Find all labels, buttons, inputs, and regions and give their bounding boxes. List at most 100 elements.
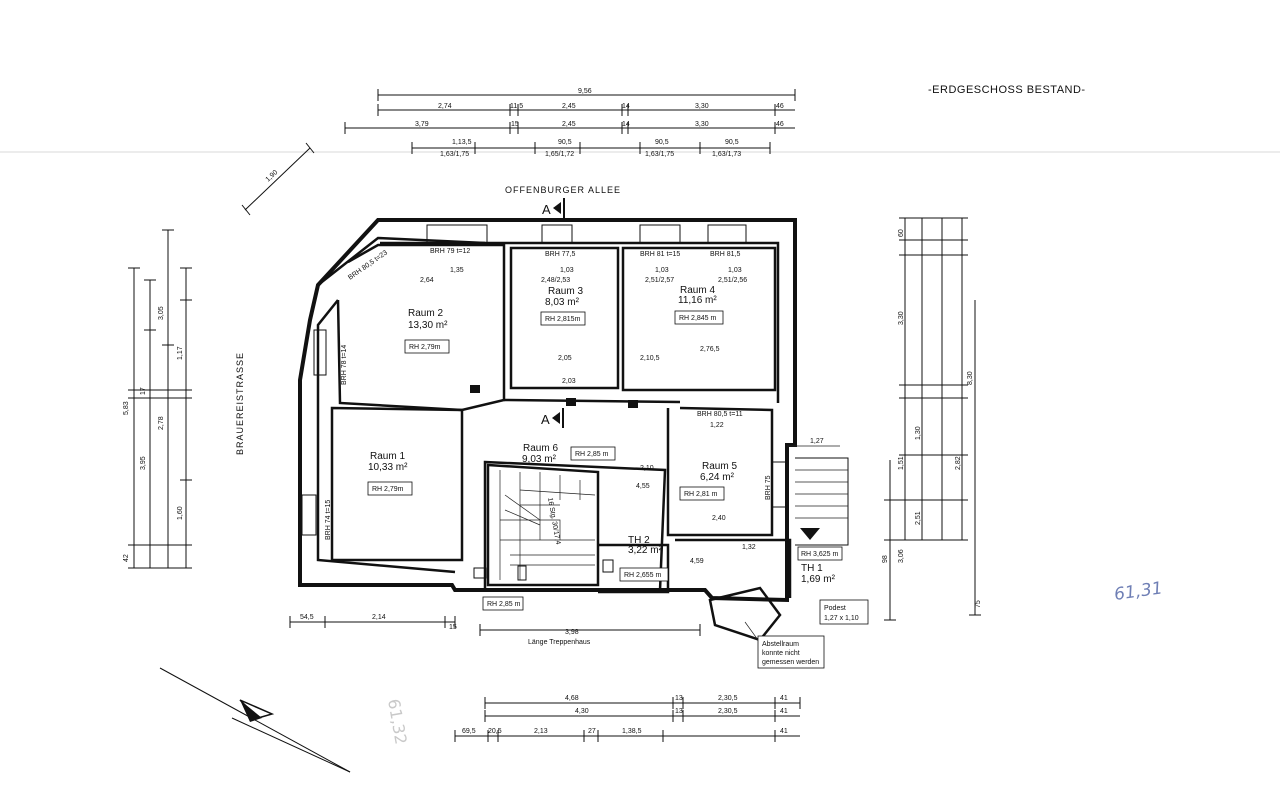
dim-bottom-r1-a: 54,5 [300, 614, 314, 621]
building-walls [298, 218, 849, 642]
abstell-line-2: konnte nicht [762, 650, 800, 657]
dim-bottom-r3-c: 2,30,5 [718, 708, 738, 715]
dim-bottom-r2-d: 41 [780, 695, 788, 702]
room-name: Raum 1 [370, 451, 405, 462]
svg-text:A: A [542, 202, 551, 217]
brh-label-3: BRH 81 t=15 [640, 251, 680, 258]
dim-bottom-r2-a: 4,68 [565, 695, 579, 702]
dim-right-j: 75 [975, 600, 982, 608]
room-raum-2: Raum 2 13,30 m² RH 2,79m [404, 308, 450, 354]
room-height: RH 3,625 m [801, 551, 839, 558]
dim-bottom-r4-b: 20,5 [488, 728, 502, 735]
room-height: RH 2,845 m [679, 315, 717, 322]
dim-bottom-r4-d: 27 [588, 728, 596, 735]
dim-top-r3-e: 90,5 [655, 139, 669, 146]
dim-diagonal: 1,90 [265, 169, 280, 183]
dim-left-c: 2,78 [158, 416, 165, 430]
room-raum-6: Raum 6 9,03 m² RH 2,85 m [522, 443, 616, 465]
dim-top-r3-h: 1,63/1,73 [712, 151, 741, 158]
dim-bottom-r4-c: 2,13 [534, 728, 548, 735]
dim-int-4: 2,48/2,53 [541, 277, 570, 284]
room-height: RH 2,85 m [575, 451, 609, 458]
dim-top-r1-f: 46 [776, 103, 784, 110]
room-area: 1,69 m² [801, 574, 836, 585]
dim-int-15: 4,59 [690, 558, 704, 565]
street-offenburger-allee: OFFENBURGER ALLEE [505, 185, 621, 195]
dim-top-r3-f: 1,63/1,75 [645, 151, 674, 158]
dim-int-14: 4,55 [636, 483, 650, 490]
podest-size: 1,27 x 1,10 [824, 615, 859, 622]
room-name: TH 2 [628, 535, 650, 546]
room-name: Raum 5 [702, 461, 737, 472]
room-height: RH 2,815m [545, 316, 581, 323]
dim-left-a: 5,83 [123, 401, 130, 415]
dim-treppenhaus: 3,98 [565, 629, 579, 636]
dim-bottom-r2-b: 13 [675, 695, 683, 702]
dim-top-r1-c: 2,45 [562, 103, 576, 110]
dim-right-c: 60 [898, 229, 905, 237]
street-brauereistrasse: BRAUEREISTRASSE [235, 352, 245, 455]
room-area: 8,03 m² [545, 297, 580, 308]
room-name: Raum 2 [408, 308, 443, 319]
dim-int-12: 2,76,5 [700, 346, 720, 353]
north-arrow-icon [159, 667, 351, 773]
brh-label-4: BRH 81,5 [710, 251, 740, 258]
section-mark-top: A [542, 198, 565, 218]
dim-int-17: 1,32 [742, 544, 756, 551]
brh-label-7: BRH 74 t=15 [325, 500, 332, 540]
dim-int-19: 1,27 [810, 438, 824, 445]
abstell-line-1: Abstellraum [762, 641, 799, 648]
dim-top-r3-c: 90,5 [558, 139, 572, 146]
dim-int-3: 1,03 [560, 267, 574, 274]
top-dimension-chains [344, 89, 796, 154]
dim-left-g: 42 [123, 554, 130, 562]
room-raum-1: Raum 1 10,33 m² RH 2,79m [367, 451, 413, 496]
dim-bottom-r4-e: 1,38,5 [622, 728, 642, 735]
dim-int-8: 2,51/2,56 [718, 277, 747, 284]
bottom-dimension-chains [289, 616, 801, 742]
dim-left-d: 1,17 [177, 346, 184, 360]
dim-top-total: 9,56 [578, 88, 592, 95]
brh-label-1: BRH 79 t=12 [430, 248, 470, 255]
right-dimension-chains [884, 217, 981, 621]
dim-int-9: 2,05 [558, 355, 572, 362]
room-raum-5: Raum 5 6,24 m² RH 2,81 m [679, 461, 737, 501]
dim-right-e: 1,51 [898, 456, 905, 470]
room-height: RH 2,79m [409, 344, 441, 351]
dim-right-h: 98 [882, 555, 889, 563]
dim-bottom-r4-a: 69,5 [462, 728, 476, 735]
room-area: 3,22 m² [628, 545, 663, 556]
dim-top-r2-d: 14 [622, 121, 630, 128]
room-area: 11,16 m² [678, 295, 717, 306]
drawing-title: -ERDGESCHOSS BESTAND- [928, 84, 1086, 96]
dim-top-r2-c: 2,45 [562, 121, 576, 128]
dim-top-r1-d: 14 [622, 103, 630, 110]
dim-top-r2-f: 46 [776, 121, 784, 128]
brh-label-2: BRH 77,5 [545, 251, 575, 258]
dim-int-6: 2,51/2,57 [645, 277, 674, 284]
dim-int-7: 1,03 [728, 267, 742, 274]
dim-bottom-r3-d: 41 [780, 708, 788, 715]
dim-top-r1-e: 3,30 [695, 103, 709, 110]
room-height: RH 2,81 m [684, 491, 718, 498]
section-mark-middle: A [541, 408, 564, 428]
dim-int-13: 2,10 [640, 465, 654, 472]
dim-int-11: 2,10,5 [640, 355, 660, 362]
dim-left-f: 3,05 [158, 306, 165, 320]
stair-label: 16 Stg. 30/17,4 [546, 497, 561, 545]
dim-right-i: 3,06 [898, 549, 905, 563]
dim-left-e: 17 [140, 387, 147, 395]
dim-int-16: 2,40 [712, 515, 726, 522]
handwritten-area-note: 61,31 [1113, 578, 1164, 605]
dim-bottom-r3-a: 4,30 [575, 708, 589, 715]
left-dimension-chains [128, 229, 192, 569]
room-area: 6,24 m² [700, 472, 735, 483]
room-th-2: TH 2 3,22 m² RH 2,655 m [619, 535, 669, 582]
abstell-line-3: gemessen werden [762, 659, 819, 666]
brh-label-9: BRH 75 [765, 475, 772, 500]
dim-bottom-r1-b: 2,14 [372, 614, 386, 621]
dim-right-f: 2,51 [915, 511, 922, 525]
dim-top-r3-d: 1,65/1,72 [545, 151, 574, 158]
dim-right-b: 3,30 [898, 311, 905, 325]
